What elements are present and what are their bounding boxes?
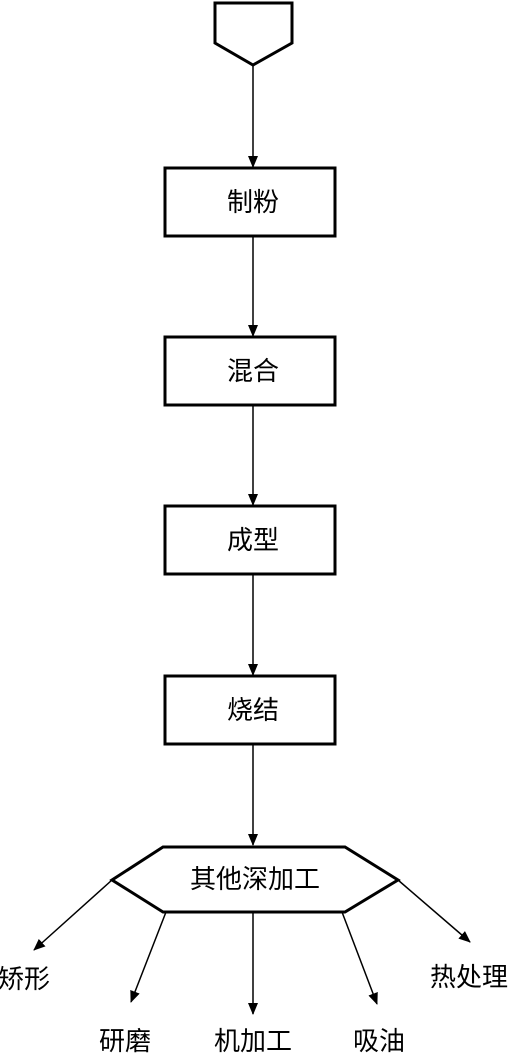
step-1: 制粉 [163, 166, 337, 238]
step-1-label: 制粉 [227, 188, 279, 218]
hub-label: 其他深加工 [190, 865, 320, 895]
start-symbol [213, 1, 294, 67]
step-3-label: 成型 [227, 526, 279, 556]
branch-arrow-2 [130, 911, 167, 1003]
branch-label-3: 机加工 [214, 1027, 292, 1057]
step-4: 烧结 [163, 674, 337, 746]
step-2: 混合 [163, 335, 337, 407]
step-3: 成型 [163, 504, 337, 576]
branch-label-1: 矫形 [0, 965, 50, 995]
step-2-label: 混合 [227, 357, 279, 387]
branch-arrow-1 [33, 879, 113, 951]
branch-arrow-5 [397, 879, 471, 943]
branch-label-5: 热处理 [430, 963, 508, 993]
branch-label-4: 吸油 [353, 1027, 405, 1057]
branch-label-2: 研磨 [99, 1027, 151, 1057]
branch-arrow-4 [341, 911, 378, 1005]
hub-node: 其他深加工 [109, 845, 401, 914]
step-4-label: 烧结 [227, 696, 279, 726]
